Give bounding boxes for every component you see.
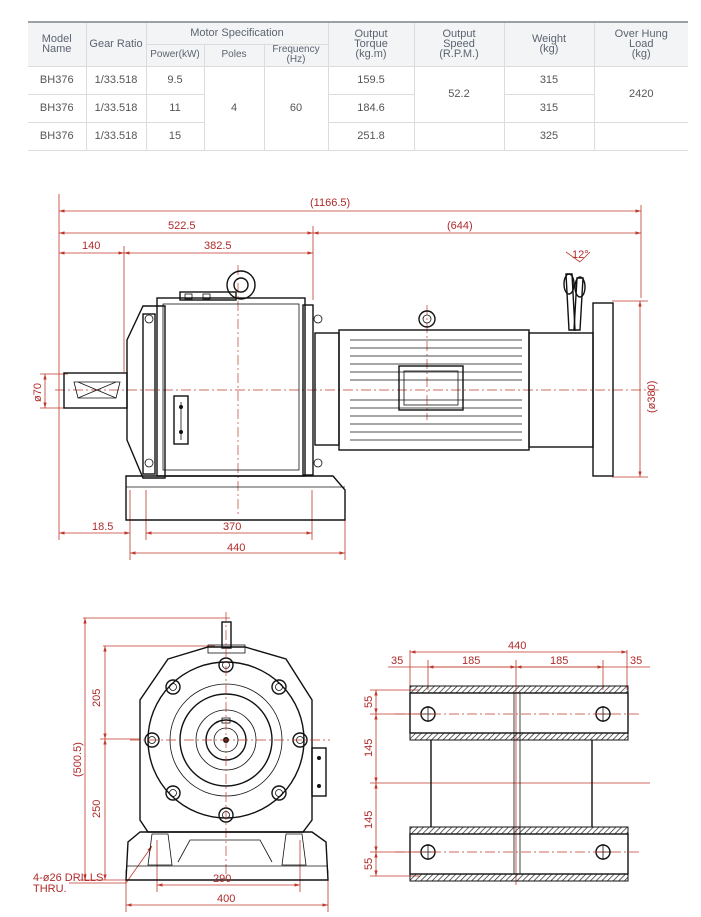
table-row: BH376 1/33.518 11 184.6 315 [28,93,688,123]
dim-18-5: 18.5 [92,521,113,533]
cell-torque: 251.8 [327,121,415,151]
cell-ratio: 1/33.518 [85,93,147,123]
base-rail-bottom [409,833,629,875]
drill-note-line1: 4-ø26 DRILLS [33,872,103,884]
header-model-name: Model Name [28,21,87,67]
dim-644: (644) [447,220,473,232]
release-lever [563,273,586,331]
dim-angle: 12° [572,249,589,261]
dim-205: 205 [91,689,103,707]
cell-power: 11 [145,93,205,123]
dim-flange-diameter: (ø380) [646,381,658,413]
dim-overall-length: (1166.5) [310,197,350,209]
cell-power: 9.5 [145,65,205,95]
dim-440-side: 440 [227,542,245,554]
cell-poles: 4 [203,65,265,151]
header-frequency: Frequency (Hz) [263,43,329,67]
oil-gauge [173,395,189,445]
table-row: BH376 1/33.518 9.5 4 60 159.5 52.2 315 2… [28,65,688,151]
base-dimensions [370,650,650,885]
dim-shaft-diameter: ø70 [32,383,44,402]
spec-table: Model Name Gear Ratio Motor Specificatio… [28,21,688,151]
cell-ohl-empty [593,121,688,151]
cell-power: 15 [145,121,205,151]
front-oil-gauge [311,747,327,797]
dim-140: 140 [82,240,100,252]
cell-weight: 325 [503,121,595,151]
side-view: (1166.5) 522.5 (644) 140 382.5 12° ø70 (… [32,194,660,560]
dim-382-5: 382.5 [204,240,232,252]
motor-body [338,310,530,451]
table-row: BH376 1/33.518 15 251.8 325 [28,121,688,151]
front-dimensions [69,617,329,912]
dim-145-bottom: 145 [363,811,375,829]
cell-frequency: 60 [263,65,329,151]
dim-250: 250 [91,800,103,818]
cell-torque: 184.6 [327,93,415,123]
dim-370: 370 [223,521,241,533]
front-view: 205 (500.5) 250 290 400 4-ø26 DRILLS THR… [33,612,330,912]
motor-flange [592,302,614,477]
lifting-eye [226,270,256,300]
cell-model: BH376 [28,65,87,95]
cell-ratio: 1/33.518 [85,65,147,95]
cell-weight: 315 [503,65,595,95]
cell-speed-empty [413,121,505,151]
dim-35-left: 35 [391,655,403,667]
base-view: 440 35 185 185 35 55 145 145 55 [363,640,650,885]
cell-model: BH376 [28,121,87,151]
dim-440-base: 440 [508,640,526,652]
dim-55-bottom: 55 [363,858,375,870]
dim-290: 290 [213,873,231,885]
cell-model: BH376 [28,93,87,123]
gearbox-housing [156,297,306,477]
front-base [125,831,329,881]
dim-35-right: 35 [630,655,642,667]
side-dimensions [40,194,648,560]
cell-speed: 52.2 [413,65,505,123]
cell-ratio: 1/33.518 [85,121,147,151]
front-housing [139,646,313,833]
motor-adapter [314,332,340,446]
gearbox-front-cover [126,305,166,479]
header-power: Power(kW) [145,43,205,67]
dim-400: 400 [217,893,235,905]
dim-55-top: 55 [363,696,375,708]
dim-185-left: 185 [462,655,480,667]
drill-note-line2: THRU. [33,883,67,895]
gearbox-base [125,475,346,521]
dim-185-right: 185 [550,655,568,667]
base-rail-top [409,692,629,734]
cell-torque: 159.5 [327,65,415,95]
dim-522-5: 522.5 [168,220,196,232]
dim-500-5: (500.5) [72,742,84,777]
dim-145-top: 145 [363,739,375,757]
